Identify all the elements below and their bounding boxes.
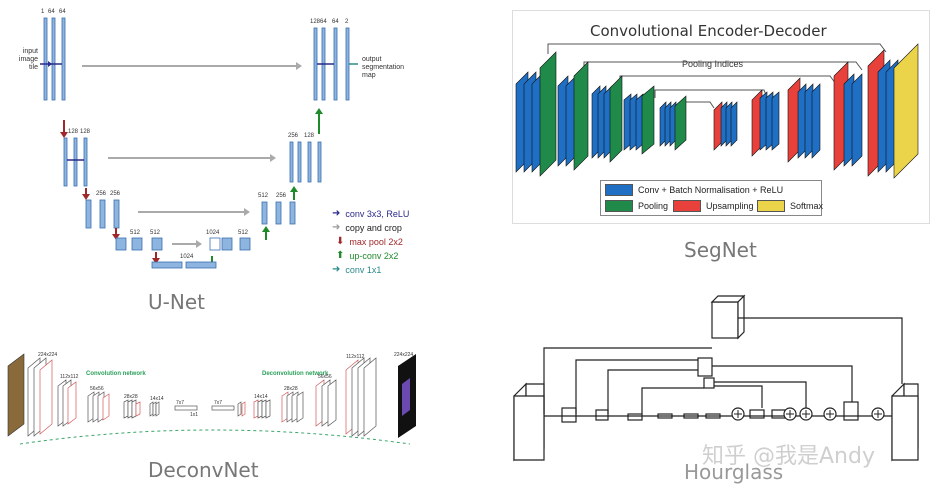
unet-count: 128 bbox=[310, 19, 321, 25]
deconvnet-size: 224x224 bbox=[394, 352, 414, 358]
segnet-caption: SegNet bbox=[684, 238, 757, 262]
unet-count: 128 bbox=[80, 129, 91, 135]
swatch-icon bbox=[673, 200, 701, 212]
segnet-enc5 bbox=[659, 95, 687, 151]
unet-input-line: input bbox=[22, 48, 38, 55]
plus-icon bbox=[734, 410, 882, 418]
legend-label: conv 1x1 bbox=[345, 264, 382, 275]
unet-legend-copy: ➜ copy and crop bbox=[332, 222, 402, 233]
deconvnet-size: 56x56 bbox=[90, 386, 104, 392]
unet-output-line: segmentation bbox=[362, 64, 405, 71]
legend-label: copy and crop bbox=[345, 222, 402, 233]
segnet-legend-upsampling: Upsampling bbox=[673, 200, 754, 212]
unet-count: 128 bbox=[68, 129, 79, 135]
segnet-dec3 bbox=[787, 77, 821, 163]
unet-caption: U-Net bbox=[148, 290, 205, 314]
deconvnet-size: 7x7 bbox=[214, 400, 223, 406]
unet-count: 64 bbox=[48, 9, 55, 15]
segnet-enc2 bbox=[557, 61, 589, 171]
unet-input-line: tile bbox=[29, 64, 38, 71]
swatch-icon bbox=[605, 200, 633, 212]
hourglass-panel: Hourglass bbox=[500, 290, 938, 494]
deconvnet-size: 7x7 bbox=[176, 400, 185, 406]
arrow-right-icon: ➜ bbox=[332, 222, 341, 233]
unet-count: 256 bbox=[110, 191, 121, 197]
legend-label: max pool 2x2 bbox=[349, 236, 403, 247]
segnet-enc1 bbox=[515, 51, 557, 177]
swatch-icon bbox=[605, 184, 633, 196]
unet-count: 256 bbox=[96, 191, 107, 197]
unet-panel: input image tile output segmentation map… bbox=[0, 0, 460, 320]
segnet-dec5 bbox=[867, 43, 919, 179]
segnet-diagram bbox=[515, 43, 919, 179]
legend-label: Softmax bbox=[790, 201, 824, 211]
unet-legend-maxpool: ⬇ max pool 2x2 bbox=[336, 236, 403, 247]
watermark: 知乎 @我是Andy bbox=[702, 444, 875, 469]
deconvnet-conv-label: Convolution network bbox=[86, 371, 146, 377]
segnet-dec2 bbox=[751, 89, 780, 157]
segnet-legend: Conv + Batch Normalisation + ReLU Poolin… bbox=[600, 180, 823, 216]
legend-label: up-conv 2x2 bbox=[349, 250, 399, 261]
unet-count: 512 bbox=[150, 230, 161, 236]
unet-legend-upconv: ⬆ up-conv 2x2 bbox=[336, 250, 398, 261]
deconvnet-size: 28x28 bbox=[284, 386, 298, 392]
legend-label: Upsampling bbox=[706, 201, 754, 211]
deconvnet-size: 1x1 bbox=[190, 412, 199, 418]
arrow-up-icon: ⬆ bbox=[336, 250, 345, 261]
segnet-enc4 bbox=[623, 85, 655, 155]
deconvnet-size: 14x14 bbox=[254, 394, 268, 400]
unet-count: 256 bbox=[288, 133, 299, 139]
hourglass-diagram bbox=[513, 294, 919, 462]
segnet-enc3 bbox=[591, 75, 623, 163]
unet-count: 64 bbox=[320, 19, 327, 25]
unet-output-label: output segmentation map bbox=[362, 56, 404, 80]
unet-count: 64 bbox=[59, 9, 66, 15]
unet-count: 1024 bbox=[180, 254, 194, 260]
deconvnet-deconv-label: Deconvolution network bbox=[262, 371, 329, 377]
deconvnet-diagram bbox=[7, 353, 416, 445]
segnet-pooling-indices: Pooling Indices bbox=[682, 59, 744, 69]
deconvnet-caption: DeconvNet bbox=[148, 458, 259, 482]
unet-count: 256 bbox=[276, 193, 287, 199]
deconvnet-size: 224x224 bbox=[38, 352, 58, 358]
unet-count: 512 bbox=[130, 230, 141, 236]
unet-legend-conv1x1: ➜ conv 1x1 bbox=[332, 264, 381, 275]
unet-count: 512 bbox=[238, 230, 249, 236]
segnet-dec1 bbox=[713, 101, 738, 151]
unet-output-line: map bbox=[362, 72, 376, 79]
unet-count: 128 bbox=[304, 133, 315, 139]
unet-count: 2 bbox=[345, 19, 349, 25]
segnet-legend-pooling: Pooling bbox=[605, 200, 668, 212]
unet-output-line: output bbox=[362, 56, 382, 63]
segnet-legend-softmax: Softmax bbox=[757, 200, 823, 212]
legend-label: Pooling bbox=[638, 201, 669, 211]
unet-diagram bbox=[40, 17, 358, 269]
deconvnet-panel: Convolution network Deconvolution networ… bbox=[0, 340, 460, 494]
deconvnet-size: 28x28 bbox=[124, 394, 138, 400]
unet-count: 64 bbox=[332, 19, 339, 25]
legend-label: Conv + Batch Normalisation + ReLU bbox=[638, 185, 784, 195]
segnet-panel: Convolutional Encoder-Decoder Pooling In… bbox=[500, 10, 930, 280]
deconvnet-size: 112x112 bbox=[60, 374, 79, 380]
arrow-right-icon: ➜ bbox=[332, 208, 341, 219]
unet-input-label: input image tile bbox=[14, 48, 38, 72]
segnet-title: Convolutional Encoder-Decoder bbox=[590, 22, 827, 40]
segnet-legend-conv: Conv + Batch Normalisation + ReLU bbox=[605, 184, 783, 196]
deconvnet-size: 14x14 bbox=[150, 396, 164, 402]
legend-label: conv 3x3, ReLU bbox=[345, 208, 410, 219]
unet-count: 1 bbox=[41, 9, 45, 15]
deconvnet-size: 112x112 bbox=[346, 354, 365, 360]
arrow-down-icon: ⬇ bbox=[336, 236, 345, 247]
unet-count: 1024 bbox=[206, 230, 220, 236]
segnet-dec4 bbox=[833, 61, 863, 171]
deconvnet-size: 56x56 bbox=[318, 374, 332, 380]
unet-count: 512 bbox=[258, 193, 269, 199]
unet-input-line: image bbox=[18, 56, 38, 63]
unet-legend-conv: ➜ conv 3x3, ReLU bbox=[332, 208, 409, 219]
swatch-icon bbox=[757, 200, 785, 212]
hourglass-caption: Hourglass bbox=[684, 460, 784, 484]
arrow-right-icon: ➜ bbox=[332, 264, 341, 275]
